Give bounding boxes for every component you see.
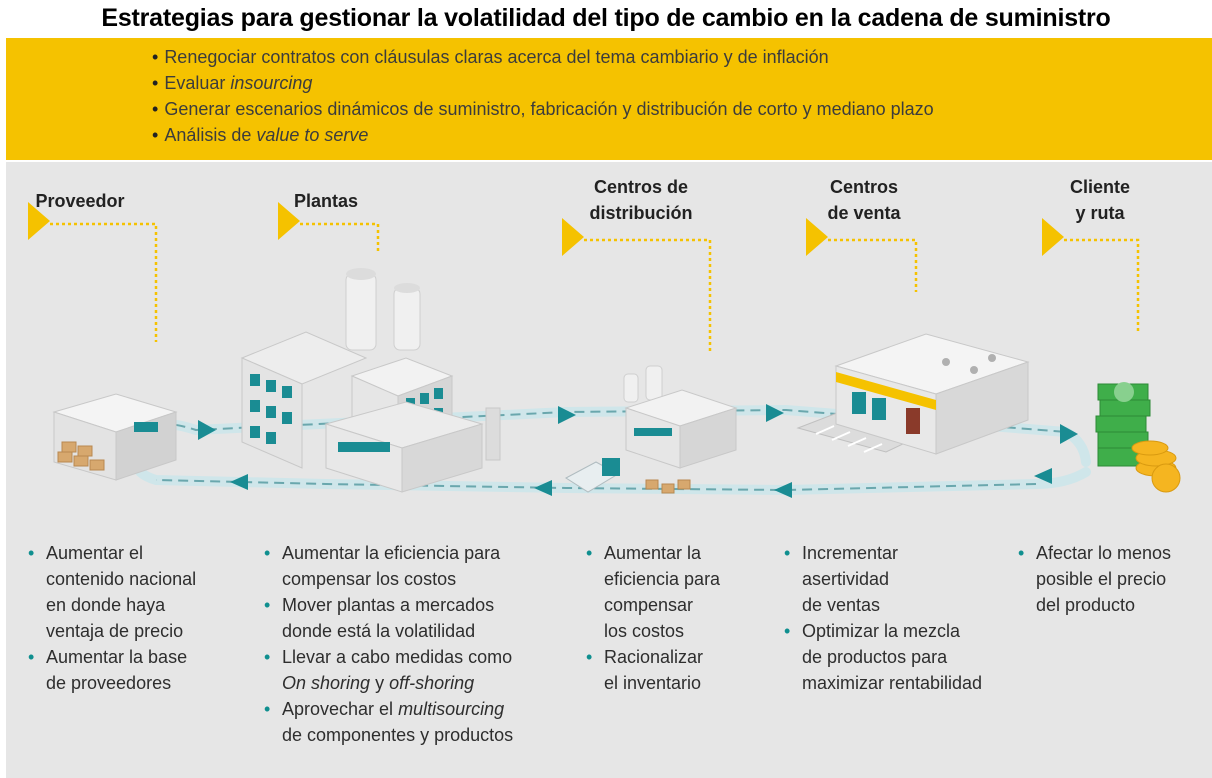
bullets-plantas: Aumentar la eficiencia para compensar lo… <box>264 540 574 748</box>
banner-list: Renegociar contratos con cláusulas clara… <box>152 44 934 148</box>
bullets-distribucion: Aumentar la eficiencia para compensar lo… <box>586 540 766 696</box>
stage-label-line: Cliente <box>1069 177 1130 197</box>
stage-label-cliente: Cliente y ruta <box>1050 174 1150 226</box>
stage-marker-icon <box>278 202 300 240</box>
supply-chain-illustration <box>28 202 1181 498</box>
stage-marker-icon <box>806 218 828 256</box>
stage-label-proveedor: Proveedor <box>20 188 140 214</box>
bullets-venta: Incrementar asertividad de ventas Optimi… <box>784 540 1024 696</box>
stage-label-plantas: Plantas <box>276 188 376 214</box>
bullet-item: Llevar a cabo medidas como On shoring y … <box>264 644 574 696</box>
money-icon <box>1095 382 1181 493</box>
flow-arrow-right-icon <box>198 420 216 440</box>
stage-label-line: Centros de <box>593 177 689 197</box>
flow-arrows <box>198 404 1078 498</box>
bullet-item: Aumentar la base de proveedores <box>28 644 258 696</box>
stage-label-line: Plantas <box>293 191 359 211</box>
factory-icon <box>240 268 501 493</box>
banner-item: Evaluar insourcing <box>152 70 934 96</box>
bullet-item: Afectar lo menos posible el precio del p… <box>1018 540 1208 618</box>
flow-arrow-left-icon <box>774 482 792 498</box>
page-title: Estrategias para gestionar la volatilida… <box>101 4 1111 32</box>
banner-item: Análisis de value to serve <box>152 122 934 148</box>
stage-label-line: distribución <box>589 203 693 223</box>
supply-chain-diagram: Proveedor Plantas Centros de distribució… <box>6 162 1212 778</box>
flow-arrow-right-icon <box>1060 424 1078 444</box>
flow-arrow-right-icon <box>766 404 784 422</box>
stage-markers <box>28 202 1064 256</box>
stage-label-line: de venta <box>827 203 901 223</box>
supplier-warehouse-icon <box>52 393 178 481</box>
banner-item: Generar escenarios dinámicos de suminist… <box>152 96 933 122</box>
bullet-item: Racionalizar el inventario <box>586 644 766 696</box>
bullets-proveedor: Aumentar el contenido nacional en donde … <box>28 540 258 696</box>
flow-arrow-right-icon <box>558 406 576 424</box>
bullet-item: Aumentar la eficiencia para compensar lo… <box>586 540 766 644</box>
bullet-item: Optimizar la mezcla de productos para ma… <box>784 618 1024 696</box>
stage-marker-icon <box>28 202 50 240</box>
stage-marker-icon <box>562 218 584 256</box>
stage-label-distribucion: Centros de distribución <box>576 174 706 226</box>
stage-label-line: Proveedor <box>35 191 125 211</box>
stage-marker-icon <box>1042 218 1064 256</box>
bullet-item: Aprovechar el multisourcing de component… <box>264 696 574 748</box>
stage-label-venta: Centros de venta <box>816 174 912 226</box>
stage-label-line: Centros <box>829 177 898 197</box>
banner-item: Renegociar contratos con cláusulas clara… <box>152 44 934 70</box>
distribution-center-icon <box>565 365 738 494</box>
retail-store-icon <box>796 333 1030 455</box>
bullet-item: Incrementar asertividad de ventas <box>784 540 1024 618</box>
flow-arrow-left-icon <box>230 474 248 490</box>
bullet-item: Aumentar el contenido nacional en donde … <box>28 540 258 644</box>
dotted-guides <box>50 222 1140 352</box>
stage-label-line: y ruta <box>1075 203 1125 223</box>
bullet-item: Mover plantas a mercados donde está la v… <box>264 592 574 644</box>
flow-arrow-left-icon <box>1034 468 1052 484</box>
strategy-banner: Renegociar contratos con cláusulas clara… <box>6 38 1212 160</box>
bullet-item: Aumentar la eficiencia para compensar lo… <box>264 540 574 592</box>
flow-arrow-left-icon <box>534 480 552 496</box>
bullets-cliente: Afectar lo menos posible el precio del p… <box>1018 540 1208 618</box>
